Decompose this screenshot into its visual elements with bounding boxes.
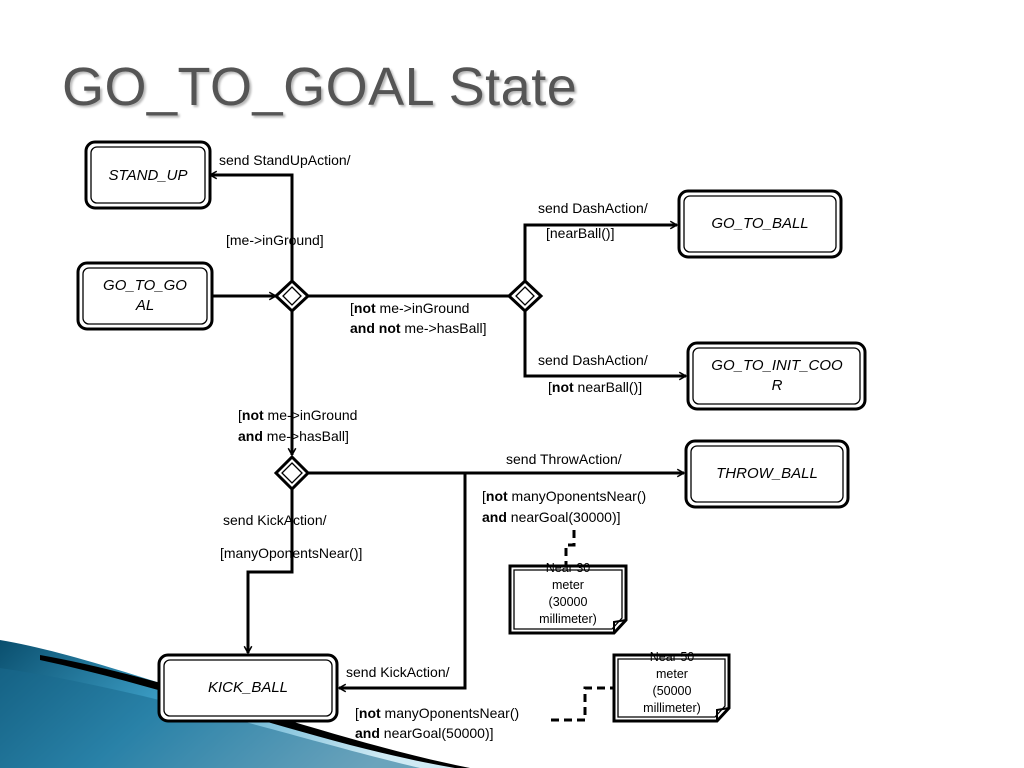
state-stand-up-label: STAND_UP xyxy=(109,167,188,184)
page-title: GO_TO_GOAL State xyxy=(62,57,578,117)
note-50-line-4: millimeter) xyxy=(643,701,701,715)
label-near-ball: [nearBall()] xyxy=(546,225,614,241)
label-send-standup: send StandUpAction/ xyxy=(219,152,351,168)
note-30-line-1: Near 30 xyxy=(546,561,591,575)
label-not-many-near-30000-2: and nearGoal(30000)] xyxy=(482,509,621,525)
label-send-dash-2: send DashAction/ xyxy=(538,352,648,368)
state-go-to-ball-label: GO_TO_BALL xyxy=(711,215,808,232)
label-send-kick-2: send KickAction/ xyxy=(346,664,450,680)
label-hasball-2: and me->hasBall] xyxy=(238,428,349,444)
label-not-inground-1: [not me->inGround xyxy=(350,300,469,316)
state-go-to-init-coor-label-2: R xyxy=(772,377,783,394)
label-not-near-ball: [not nearBall()] xyxy=(548,379,642,395)
state-go-to-goal-label-1: GO_TO_GO xyxy=(103,277,187,294)
state-throw-ball-label: THROW_BALL xyxy=(716,465,818,482)
state-go-to-init-coor: GO_TO_INIT_COO R xyxy=(686,341,867,411)
note-anchor-50 xyxy=(551,686,613,722)
state-throw-ball: THROW_BALL xyxy=(684,439,850,509)
label-not-many-near-30000-1: [not manyOponentsNear() xyxy=(482,488,646,504)
choice-diamond-1 xyxy=(273,278,311,314)
label-send-throw: send ThrowAction/ xyxy=(506,451,622,467)
edge-to-kick-ball-2 xyxy=(339,473,467,688)
note-30-line-3: (30000 xyxy=(549,595,588,609)
note-anchor-30 xyxy=(564,530,576,566)
note-near-50: Near 50 meter (50000 millimeter) xyxy=(612,650,731,723)
label-not-many-near-50000-2: and nearGoal(50000)] xyxy=(355,725,494,741)
note-50-line-2: meter xyxy=(656,667,688,681)
choice-diamond-3 xyxy=(273,454,311,492)
edge-to-kick-ball-1 xyxy=(248,489,294,653)
edge-to-go-to-init-coor xyxy=(523,311,686,376)
note-50-line-1: Near 50 xyxy=(650,650,695,664)
state-go-to-goal-label-2: AL xyxy=(135,297,154,314)
choice-diamond-2 xyxy=(506,278,544,314)
note-50-line-3: (50000 xyxy=(653,684,692,698)
label-send-kick-1: send KickAction/ xyxy=(223,512,327,528)
label-not-inground-2: [not me->inGround xyxy=(238,407,357,423)
state-go-to-init-coor-label-1: GO_TO_INIT_COO xyxy=(711,357,843,374)
state-kick-ball: KICK_BALL xyxy=(157,653,339,723)
state-stand-up: STAND_UP xyxy=(84,140,212,210)
label-send-dash-1: send DashAction/ xyxy=(538,200,648,216)
label-me-inground: [me->inGround] xyxy=(226,232,324,248)
label-many-near: [manyOponentsNear()] xyxy=(220,545,362,561)
note-near-30: Near 30 meter (30000 millimeter) xyxy=(508,561,628,635)
state-kick-ball-label: KICK_BALL xyxy=(208,679,288,696)
note-30-line-2: meter xyxy=(552,578,584,592)
edge-to-stand-up xyxy=(210,175,294,281)
note-30-line-4: millimeter) xyxy=(539,612,597,626)
state-go-to-goal: GO_TO_GO AL xyxy=(76,261,214,331)
label-not-many-near-50000-1: [not manyOponentsNear() xyxy=(355,705,519,721)
label-not-hasball-1: and not me->hasBall] xyxy=(350,320,487,336)
state-go-to-ball: GO_TO_BALL xyxy=(677,189,843,259)
edge-to-go-to-ball xyxy=(523,225,677,281)
